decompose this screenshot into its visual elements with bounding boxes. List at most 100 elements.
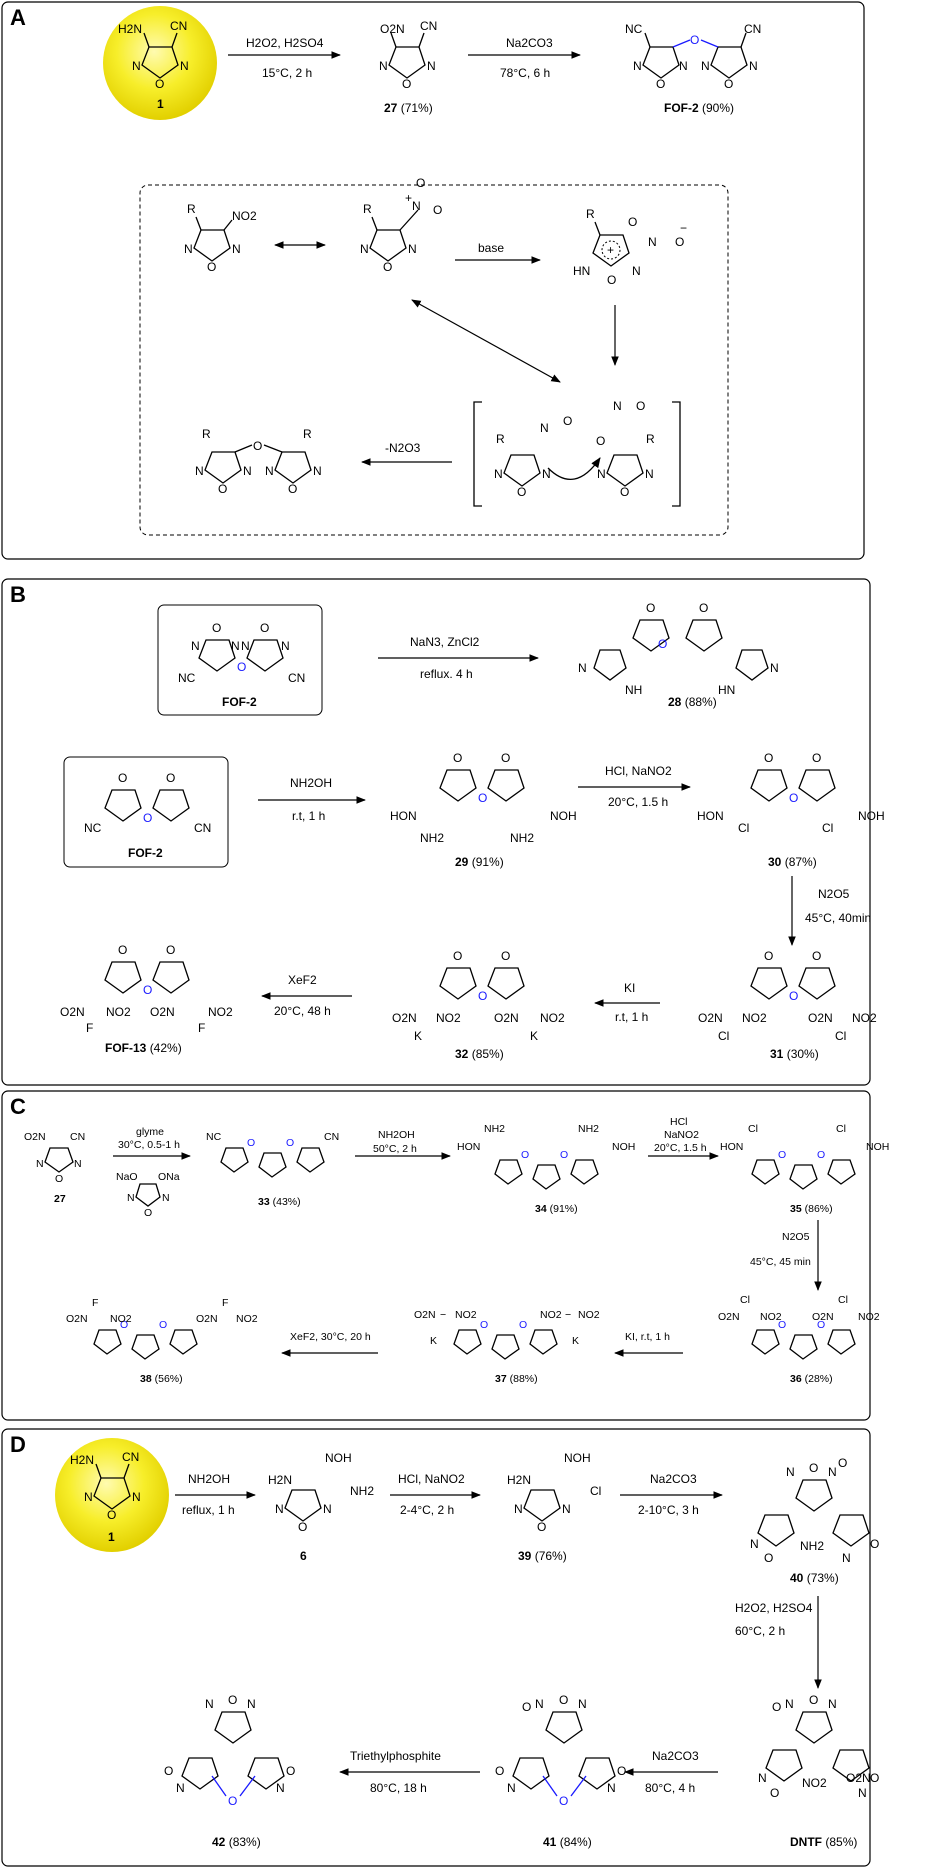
svg-text:N: N (127, 1192, 135, 1204)
svg-text:N: N (679, 59, 688, 73)
svg-text:N: N (427, 59, 436, 73)
svg-text:Na2CO3: Na2CO3 (652, 1749, 699, 1763)
panel-b-letter: B (10, 582, 26, 607)
svg-text:O: O (772, 1700, 781, 1714)
svg-text:NO2: NO2 (540, 1309, 562, 1321)
panel-a: H2N CN N N O 1 H2O2, H2SO4 15°C, 2 h O2N… (103, 6, 761, 536)
panel-c-frame (1, 1090, 871, 1421)
svg-text:1: 1 (157, 97, 164, 111)
svg-text:N: N (786, 1465, 795, 1479)
svg-text:O: O (870, 1537, 879, 1551)
mechanism-box (139, 184, 729, 536)
svg-text:reflux, 1 h: reflux, 1 h (182, 1503, 235, 1517)
svg-text:20°C, 48 h: 20°C, 48 h (274, 1004, 331, 1018)
compound-32: O O O O2N K NO2 O2N K NO2 32 (85%) (392, 949, 565, 1061)
svg-text:NO2: NO2 (578, 1309, 600, 1321)
svg-text:O: O (286, 1764, 295, 1778)
svg-text:O: O (817, 1149, 825, 1161)
svg-text:35 (86%): 35 (86%) (790, 1203, 833, 1215)
svg-text:O: O (636, 399, 645, 413)
svg-text:N: N (578, 1697, 587, 1711)
svg-text:O: O (870, 1771, 879, 1785)
svg-text:NOH: NOH (564, 1451, 591, 1465)
panel-d: H2N CN N N O 1 NH2OH reflux, 1 h H2N NOH… (55, 1438, 879, 1849)
compound-6: H2N NOH NH2 N N O 6 (268, 1451, 374, 1563)
svg-text:Cl: Cl (835, 1029, 846, 1043)
svg-text:O: O (107, 1508, 116, 1522)
svg-text:N: N (360, 242, 369, 256)
svg-text:NaNO2: NaNO2 (664, 1129, 699, 1141)
svg-text:+: + (607, 243, 614, 257)
svg-text:NaN3, ZnCl2: NaN3, ZnCl2 (410, 635, 480, 649)
svg-text:N: N (412, 199, 421, 213)
svg-text:O: O (724, 77, 733, 91)
svg-text:HCl, NaNO2: HCl, NaNO2 (398, 1472, 465, 1486)
svg-text:K: K (572, 1335, 579, 1347)
svg-text:O: O (166, 771, 175, 785)
compound-38: O O F O2N NO2 F O2N NO2 38 (56%) (66, 1297, 258, 1385)
svg-text:F: F (222, 1297, 228, 1309)
svg-text:O: O (789, 989, 798, 1003)
svg-text:K: K (530, 1029, 538, 1043)
svg-text:38 (56%): 38 (56%) (140, 1373, 183, 1385)
fof-2-box-2 (63, 756, 229, 868)
svg-text:NOH: NOH (858, 809, 885, 823)
svg-text:O: O (764, 949, 773, 963)
svg-text:F: F (92, 1297, 98, 1309)
svg-text:O: O (453, 949, 462, 963)
svg-text:39 (76%): 39 (76%) (518, 1549, 567, 1563)
svg-text:O: O (144, 1207, 152, 1219)
svg-text:N: N (507, 1781, 516, 1795)
svg-text:O: O (478, 791, 487, 805)
svg-text:N: N (323, 1502, 332, 1516)
svg-text:Na2CO3: Na2CO3 (506, 36, 553, 50)
svg-text:NaO: NaO (116, 1171, 138, 1183)
svg-text:N: N (858, 1786, 867, 1800)
svg-text:O: O (764, 751, 773, 765)
svg-text:2-10°C, 3 h: 2-10°C, 3 h (638, 1503, 699, 1517)
svg-text:80°C, 4 h: 80°C, 4 h (645, 1781, 695, 1795)
svg-text:O2N: O2N (812, 1311, 834, 1323)
svg-text:O: O (778, 1149, 786, 1161)
svg-text:20°C, 1.5 h: 20°C, 1.5 h (608, 795, 668, 809)
svg-text:O: O (596, 434, 605, 448)
svg-text:O: O (207, 260, 216, 274)
svg-text:N: N (74, 1158, 82, 1170)
compound-31: O O O O2N Cl NO2 O2N Cl NO2 31 (30%) (698, 949, 877, 1061)
svg-text:O: O (298, 1520, 307, 1534)
svg-text:HON: HON (390, 809, 417, 823)
svg-text:R: R (646, 432, 655, 446)
svg-text:41 (84%): 41 (84%) (543, 1835, 592, 1849)
svg-text:O: O (118, 771, 127, 785)
compound-36: O O Cl O2N NO2 Cl O2N NO2 36 (28%) (718, 1294, 880, 1385)
svg-text:NC: NC (206, 1131, 222, 1143)
svg-text:Cl: Cl (748, 1123, 758, 1135)
svg-text:O: O (812, 949, 821, 963)
svg-text:N: N (535, 1697, 544, 1711)
svg-text:KI: KI (624, 981, 635, 995)
svg-text:HCl: HCl (670, 1116, 688, 1128)
svg-text:DNTF (85%): DNTF (85%) (790, 1835, 857, 1849)
svg-text:O: O (812, 751, 821, 765)
svg-text:r.t, 1 h: r.t, 1 h (292, 809, 325, 823)
compound-42: O N N O O N O N 42 (83%) (164, 1693, 295, 1849)
svg-text:K: K (414, 1029, 422, 1043)
svg-text:O: O (517, 485, 526, 499)
svg-text:O: O (118, 943, 127, 957)
svg-text:N: N (542, 467, 551, 481)
svg-text:NH2: NH2 (510, 831, 534, 845)
svg-text:NH2: NH2 (484, 1123, 505, 1135)
svg-text:O: O (809, 1461, 818, 1475)
disodium-reagent: NaO ONa N N O (116, 1171, 180, 1219)
panel-c-letter: C (10, 1094, 26, 1119)
svg-text:F: F (86, 1021, 93, 1035)
svg-text:31 (30%): 31 (30%) (770, 1047, 819, 1061)
compound-33: O O NC CN 33 (43%) (206, 1131, 339, 1208)
svg-text:N: N (633, 59, 642, 73)
svg-text:NOH: NOH (325, 1451, 352, 1465)
svg-text:N: N (648, 235, 657, 249)
svg-text:XeF2: XeF2 (288, 973, 317, 987)
svg-text:NO2: NO2 (540, 1011, 565, 1025)
svg-text:NH2OH: NH2OH (188, 1472, 230, 1486)
svg-text:20°C, 1.5 h: 20°C, 1.5 h (654, 1142, 707, 1154)
